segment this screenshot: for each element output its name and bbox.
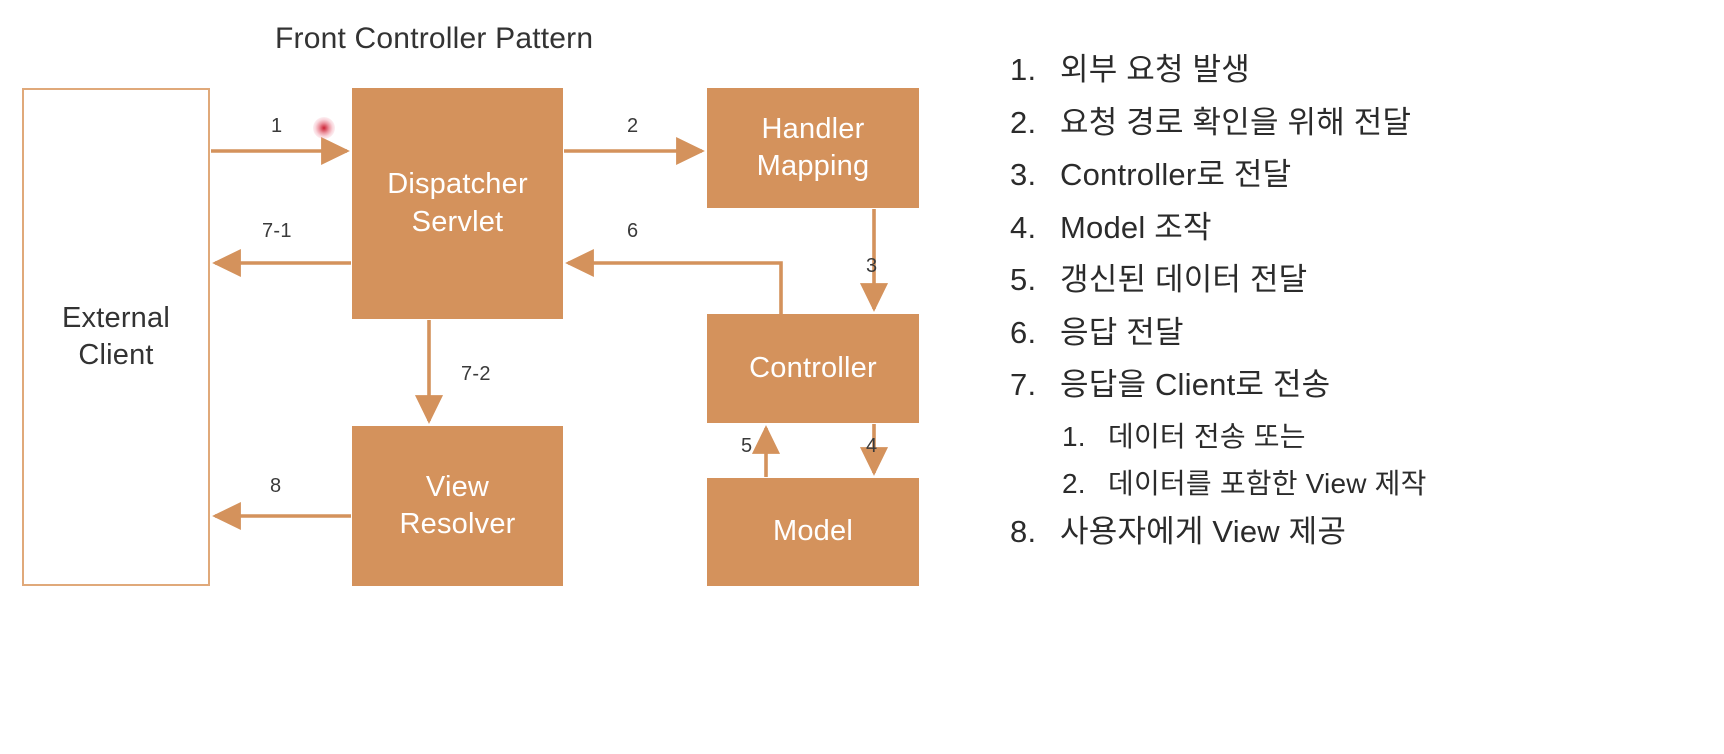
step-text: 데이터를 포함한 View 제작 <box>1108 468 1427 500</box>
step-text: 데이터 전송 또는 <box>1108 421 1306 453</box>
step-sub-item: 1. 데이터 전송 또는 <box>1062 420 1710 453</box>
diagram-panel: Front Controller Pattern <box>22 22 919 586</box>
node-handler-mapping[interactable]: Handler Mapping <box>707 88 919 208</box>
node-model[interactable]: Model <box>707 478 919 586</box>
step-text: 응답을 Client로 전송 <box>1060 367 1331 403</box>
steps-list: 1. 외부 요청 발생 2. 요청 경로 확인을 위해 전달 3. Controller로… <box>1010 52 1710 567</box>
step-marker: 7. <box>1010 367 1037 403</box>
step-item: 1. 외부 요청 발생 <box>1010 52 1710 89</box>
step-item: 3. Controller로 전달 <box>1010 157 1710 194</box>
step-marker: 3. <box>1010 157 1037 193</box>
node-dispatcher-line-1: Dispatcher <box>387 168 528 201</box>
edge-6-path <box>565 248 783 314</box>
node-handler-mapping-line-2: Mapping <box>756 150 870 182</box>
step-item: 6. 응답 전달 <box>1010 315 1710 352</box>
step-item: 2. 요청 경로 확인을 위해 전달 <box>1010 105 1710 142</box>
step-marker: 4. <box>1010 209 1037 245</box>
step-item: 7. 응답을 Client로 전송 <box>1010 367 1710 404</box>
step-item: 5. 갱신된 데이터 전달 <box>1010 262 1710 299</box>
edge-label-7-1: 7-1 <box>262 220 292 242</box>
node-model-line-1: Model <box>773 515 853 548</box>
node-view-resolver-line-1: View <box>425 470 490 503</box>
node-handler-mapping-line-1: Handler <box>761 112 865 145</box>
step-marker: 5. <box>1010 262 1037 298</box>
step-item: 4. Model 조작 <box>1010 210 1710 247</box>
edge-label-3: 3 <box>866 255 878 277</box>
cursor-dot-icon <box>313 117 335 139</box>
node-controller-line-1: Controller <box>749 351 877 384</box>
step-marker: 1. <box>1010 52 1037 87</box>
step-sub-item: 2. 데이터를 포함한 View 제작 <box>1062 467 1710 500</box>
step-marker: 8. <box>1010 514 1037 550</box>
node-external-client[interactable]: External Client <box>22 88 210 586</box>
edge-label-7-2: 7-2 <box>461 363 491 385</box>
node-controller[interactable]: Controller <box>707 314 919 423</box>
step-marker: 6. <box>1010 314 1037 350</box>
step-text: 사용자에게 View 제공 <box>1060 514 1347 550</box>
node-dispatcher-line-2: Servlet <box>411 205 504 238</box>
node-view-resolver[interactable]: View Resolver <box>352 426 563 586</box>
node-external-client-line-2: Client <box>78 339 154 371</box>
step-text: 요청 경로 확인을 위해 전달 <box>1060 104 1412 140</box>
step-marker: 1. <box>1062 421 1086 453</box>
step-item: 8. 사용자에게 View 제공 <box>1010 514 1710 551</box>
edge-label-6: 6 <box>627 220 639 242</box>
step-text: 외부 요청 발생 <box>1060 52 1250 87</box>
step-marker: 2. <box>1062 468 1086 500</box>
edge-label-4: 4 <box>866 435 878 457</box>
node-view-resolver-line-2: Resolver <box>399 508 516 540</box>
step-text: 응답 전달 <box>1060 314 1184 350</box>
edge-label-2: 2 <box>627 115 639 137</box>
step-marker: 2. <box>1010 104 1037 140</box>
step-text: Controller로 전달 <box>1060 157 1292 193</box>
edge-label-1: 1 <box>271 115 283 137</box>
edge-label-8: 8 <box>270 475 282 497</box>
edge-label-5: 5 <box>741 435 753 457</box>
step-text: 갱신된 데이터 전달 <box>1060 262 1308 298</box>
node-dispatcher-servlet[interactable]: Dispatcher Servlet <box>352 88 563 319</box>
diagram-title: Front Controller Pattern <box>275 22 594 55</box>
step-text: Model 조작 <box>1060 209 1212 245</box>
node-external-client-line-1: External <box>62 301 170 334</box>
